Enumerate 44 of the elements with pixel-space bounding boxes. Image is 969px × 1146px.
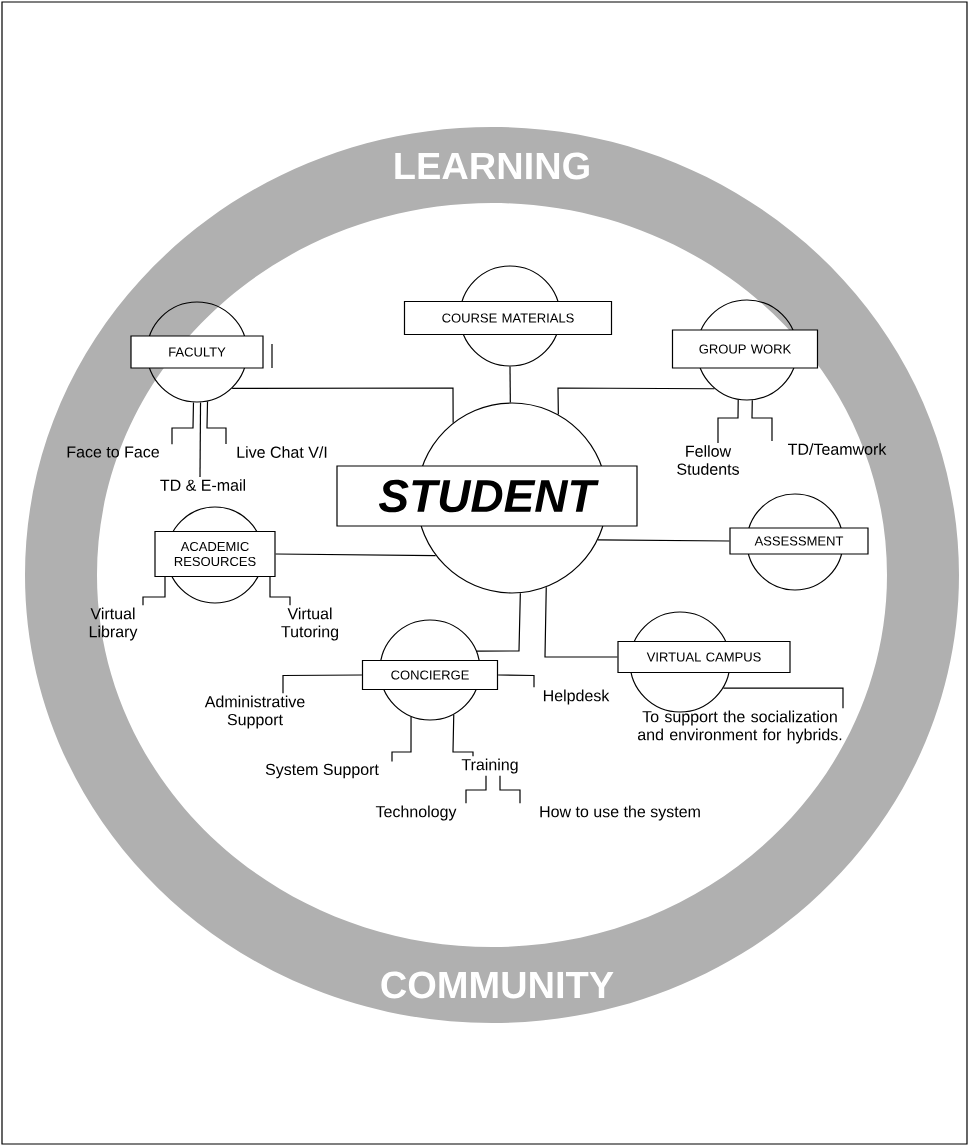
- branch-text: TD & E-mail: [160, 479, 245, 491]
- connector-line: [544, 586, 618, 658]
- connector-line: [231, 387, 454, 424]
- connector-line: [269, 576, 291, 606]
- branch-text: System Support: [265, 763, 379, 779]
- ring-text: LEARNING: [395, 152, 589, 180]
- connector-line: [452, 714, 474, 757]
- connector-line: [476, 592, 521, 652]
- connector-line: [275, 553, 437, 557]
- branch-text: Virtual Tutoring: [281, 607, 338, 641]
- connector-line: [199, 401, 202, 478]
- branch-text: How to use the system: [540, 805, 700, 821]
- connector-line: [509, 366, 511, 404]
- connector-line: [497, 674, 535, 688]
- connector-line: [142, 576, 166, 606]
- connector-line: [465, 775, 487, 804]
- branch-text: To support the socialization and environment for hybrids.: [637, 710, 842, 744]
- branch-text: Virtual Library: [89, 607, 138, 641]
- topic-node: GROUP WORK: [671, 299, 819, 401]
- connector-line: [557, 387, 716, 415]
- topic-node: ASSESSMENT: [729, 493, 869, 591]
- connector-line: [499, 775, 521, 804]
- branch-text: Training: [461, 758, 518, 774]
- topic-node: CONCIERGE: [361, 619, 499, 721]
- connector-line: [751, 399, 773, 442]
- connector-line: [206, 400, 227, 445]
- branch-text: Fellow Students: [677, 445, 739, 475]
- connector-line: [597, 539, 730, 542]
- topic-node: ACADEMIC RESOURCES: [154, 506, 276, 604]
- connector-line: [391, 716, 412, 763]
- central-node: STUDENT: [336, 402, 638, 594]
- branch-text: Helpdesk: [543, 689, 610, 705]
- connector-line: [171, 401, 195, 445]
- ring-text: COMMUNITY: [381, 971, 614, 999]
- connector-line: [717, 399, 739, 444]
- branch-text: Administrative Support: [204, 695, 305, 729]
- branch-text: TD/Teamwork: [788, 443, 887, 455]
- topic-node: COURSE MATERIALS: [403, 265, 613, 367]
- branch-text: Face to Face: [67, 446, 159, 458]
- connector-line: [282, 674, 363, 694]
- branch-text: Live Chat V/I: [237, 446, 327, 458]
- branch-text: Technology: [375, 805, 457, 821]
- topic-node: FACULTY: [130, 301, 264, 403]
- connector-line: [722, 687, 844, 709]
